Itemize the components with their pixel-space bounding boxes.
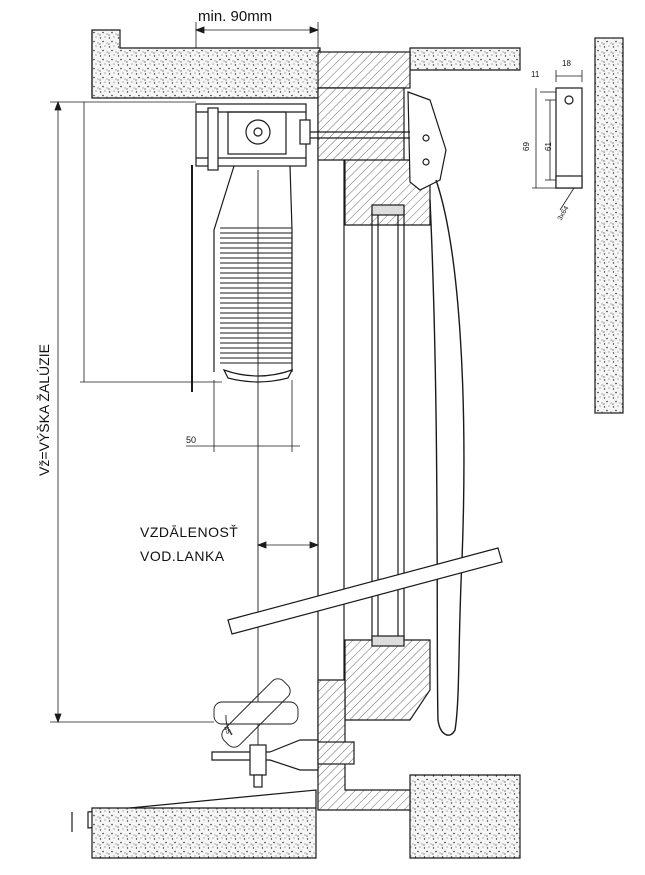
glass-spacer-bottom [371,635,405,647]
wire-distance-label-line1: VZDĀLENOSŤ [140,524,239,540]
dimension-50 [186,380,300,452]
slat-stack-taper [213,165,293,372]
mounting-bracket [207,107,219,171]
dimension-blind-height [50,100,222,724]
dimension-wire-distance [256,541,320,549]
frame-top [317,51,411,89]
tilt-indicator [213,678,299,748]
bracket-detail [532,70,583,211]
dimension-min-gap [194,22,320,48]
slat-stack [220,227,292,364]
frame-sill-profile [317,679,411,811]
bracket-height-69-label: 69 [521,142,531,151]
wall-anchor [317,741,355,765]
bracket-height-61-label: 61 [543,142,553,151]
wire-distance-label-line2: VOD.LANKA [140,548,225,564]
dimension-50-label: 50 [186,435,197,445]
sash-bottom-profile [344,639,431,721]
min-gap-label: min. 90mm [198,8,273,25]
bracket-width-18-label: 18 [562,59,571,68]
upper-lintel-outer [409,47,521,71]
handle-cord [429,179,465,736]
upper-lintel [91,29,321,99]
glass-spacer-top [371,204,405,216]
sash-top-profile [344,159,431,226]
section-cut-strip [227,547,503,635]
bracket-width-11-label: 11 [531,70,540,79]
side-wall [594,37,624,414]
frame-jamb [317,87,345,779]
blind-height-label: Vž=VÝŠKA ŽALÚZIE [36,344,52,476]
lower-wall-outer [409,774,521,859]
lower-wall [91,807,317,859]
head-rail-mechanism [227,111,287,155]
